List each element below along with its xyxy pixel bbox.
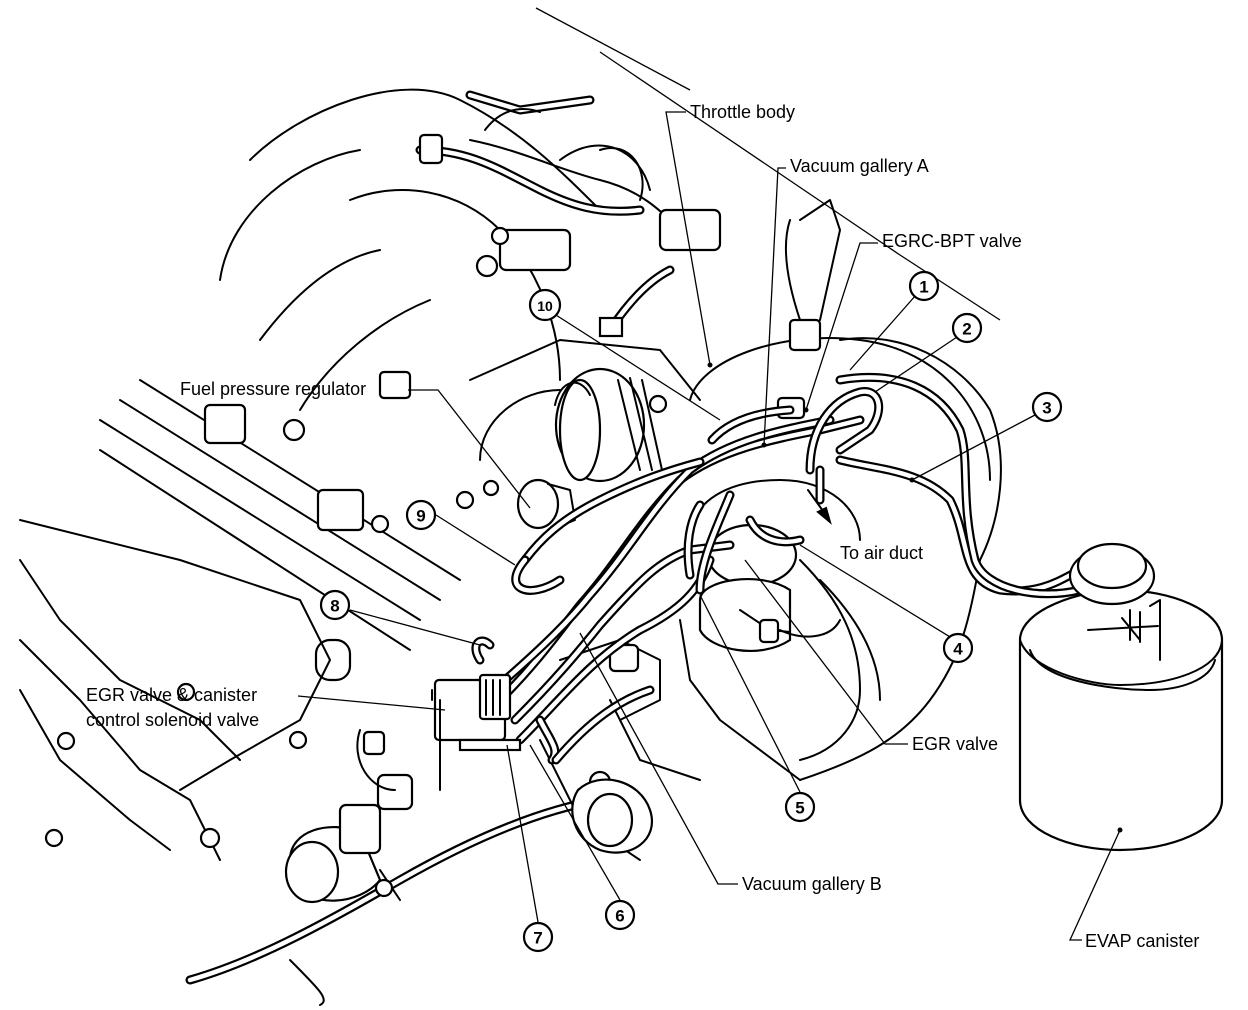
callout-2: 2 <box>951 312 983 344</box>
svg-text:6: 6 <box>615 907 624 926</box>
callout-3: 3 <box>1031 391 1063 423</box>
label-egr-canister-solenoid-line2: control solenoid valve <box>86 710 259 730</box>
svg-text:1: 1 <box>919 278 928 297</box>
egr-canister-solenoid-valve <box>431 673 522 791</box>
svg-text:3: 3 <box>1042 399 1051 418</box>
label-vacuum-gallery-a: Vacuum gallery A <box>790 156 929 176</box>
svg-text:10: 10 <box>537 298 553 314</box>
label-egr-canister-solenoid-line1: EGR valve & canister <box>86 685 257 705</box>
svg-text:5: 5 <box>795 799 804 818</box>
svg-text:7: 7 <box>533 929 542 948</box>
svg-text:9: 9 <box>416 507 425 526</box>
label-egr-valve: EGR valve <box>912 734 998 754</box>
svg-text:4: 4 <box>953 640 963 659</box>
svg-text:8: 8 <box>330 597 339 616</box>
evap-canister <box>1018 542 1224 852</box>
vacuum-hoses <box>471 372 1085 765</box>
callout-10: 10 <box>528 288 562 322</box>
callout-9: 9 <box>405 499 437 531</box>
leader-lines <box>297 111 1123 941</box>
svg-text:2: 2 <box>962 320 971 339</box>
callout-5: 5 <box>784 791 816 823</box>
label-to-air-duct: To air duct <box>840 543 923 563</box>
label-fuel-pressure-regulator: Fuel pressure regulator <box>180 379 366 399</box>
callout-8: 8 <box>319 589 351 621</box>
label-egrc-bpt-valve: EGRC-BPT valve <box>882 231 1022 251</box>
label-throttle-body: Throttle body <box>690 102 795 122</box>
label-vacuum-gallery-b: Vacuum gallery B <box>742 874 882 894</box>
callout-4: 4 <box>942 632 974 664</box>
callout-1: 1 <box>908 270 940 302</box>
label-evap-canister: EVAP canister <box>1085 931 1199 951</box>
callout-6: 6 <box>604 899 636 931</box>
callout-7: 7 <box>522 921 554 953</box>
